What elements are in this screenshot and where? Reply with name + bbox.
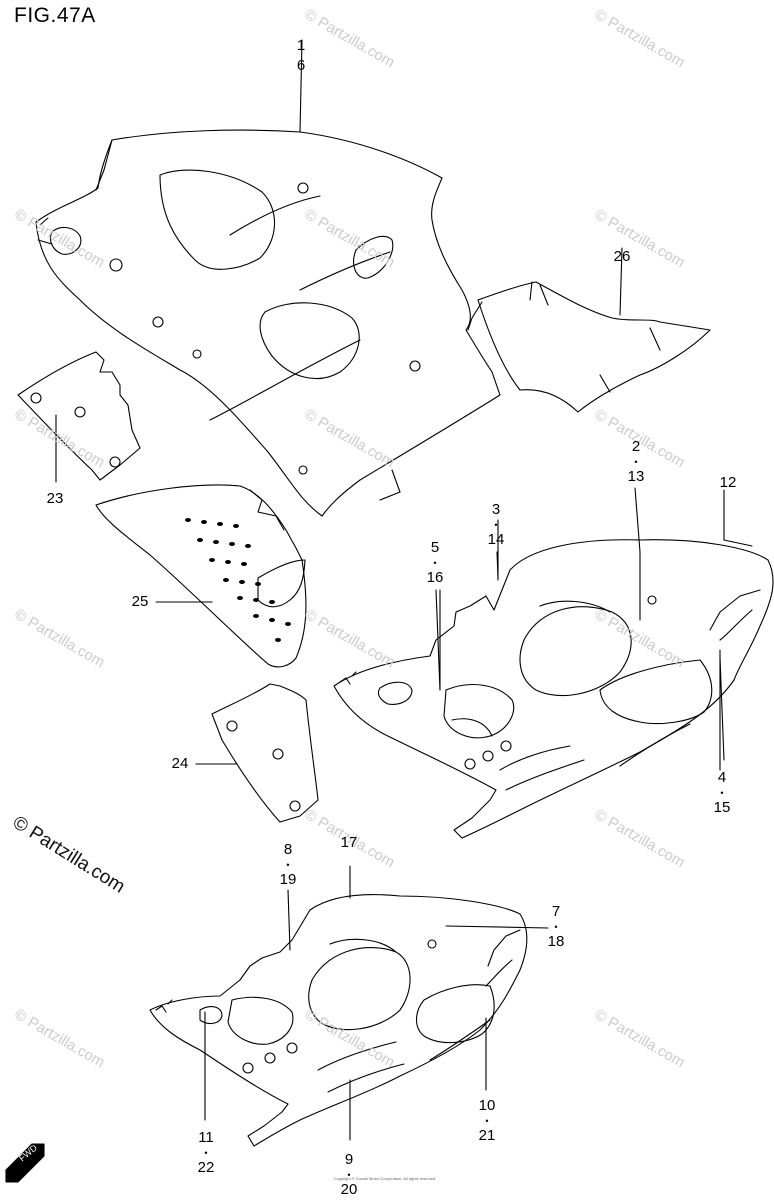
copyright-fine-print: Copyright © Suzuki Motor Corporation. Al… bbox=[333, 1176, 437, 1181]
callout-top: 4 bbox=[717, 769, 727, 786]
leader-lines bbox=[155, 487, 753, 771]
callout-bottom: 15 bbox=[713, 799, 731, 816]
callout-bottom: 22 bbox=[197, 1159, 215, 1176]
callout-8-19: 8 • 19 bbox=[280, 840, 297, 890]
callout-bottom: 20 bbox=[340, 1181, 358, 1198]
label-23: 23 bbox=[46, 490, 64, 507]
callout-bottom: 21 bbox=[478, 1127, 496, 1144]
figure-title: FIG.47A bbox=[14, 4, 96, 27]
callout-dot: • bbox=[554, 922, 558, 932]
callout-1-6: 1 6 bbox=[297, 36, 305, 76]
callout-top: 9 bbox=[344, 1151, 354, 1168]
callout-top: 5 bbox=[430, 539, 440, 556]
callout-4-15: 4 • 15 bbox=[714, 768, 731, 818]
callout-10-21: 10 • 21 bbox=[479, 1096, 496, 1146]
callout-dot: • bbox=[433, 558, 437, 568]
callout-dot: • bbox=[634, 457, 638, 467]
callout-top: 2 bbox=[631, 438, 641, 455]
side-cowling-part bbox=[35, 39, 501, 517]
callout-5-16: 5 • 16 bbox=[427, 538, 444, 588]
callout-bottom: 19 bbox=[279, 871, 297, 888]
label-24: 24 bbox=[171, 755, 189, 772]
callout-dot: • bbox=[720, 788, 724, 798]
label-26: 26 bbox=[613, 248, 631, 265]
callout-bottom: 6 bbox=[296, 57, 306, 74]
callout-bottom: 14 bbox=[487, 531, 505, 548]
callout-bottom: 13 bbox=[627, 468, 645, 485]
callout-dot: • bbox=[494, 520, 498, 530]
callout-top: 1 bbox=[296, 37, 306, 54]
right-under-cowling-part bbox=[333, 519, 774, 839]
callout-dot: • bbox=[286, 860, 290, 870]
callout-7-18: 7 • 18 bbox=[548, 902, 565, 952]
inner-cover-part-25 bbox=[95, 484, 307, 668]
callout-dot: • bbox=[204, 1148, 208, 1158]
label-17: 17 bbox=[340, 834, 358, 851]
callout-bottom: 18 bbox=[547, 933, 565, 950]
label-25: 25 bbox=[131, 593, 149, 610]
left-under-cowling-part bbox=[149, 865, 549, 1147]
label-12: 12 bbox=[719, 474, 737, 491]
callout-11-22: 11 • 22 bbox=[198, 1128, 215, 1178]
upper-bracket-part bbox=[467, 247, 711, 413]
callout-3-14: 3 • 14 bbox=[488, 500, 505, 550]
callout-9-20: 9 • 20 bbox=[341, 1150, 358, 1200]
callout-top: 11 bbox=[198, 1129, 214, 1146]
inner-panel-part-23 bbox=[17, 351, 141, 483]
callout-dot: • bbox=[485, 1116, 489, 1126]
callout-2-13: 2 • 13 bbox=[628, 437, 645, 487]
callout-top: 7 bbox=[551, 903, 561, 920]
callout-top: 8 bbox=[283, 841, 293, 858]
callout-top: 3 bbox=[491, 501, 501, 518]
fwd-arrow-badge bbox=[5, 1143, 45, 1183]
callout-dot: • bbox=[347, 1170, 351, 1180]
callout-bottom: 16 bbox=[426, 569, 444, 586]
inner-panel-part-24 bbox=[195, 683, 319, 823]
callout-top: 10 bbox=[478, 1097, 496, 1114]
